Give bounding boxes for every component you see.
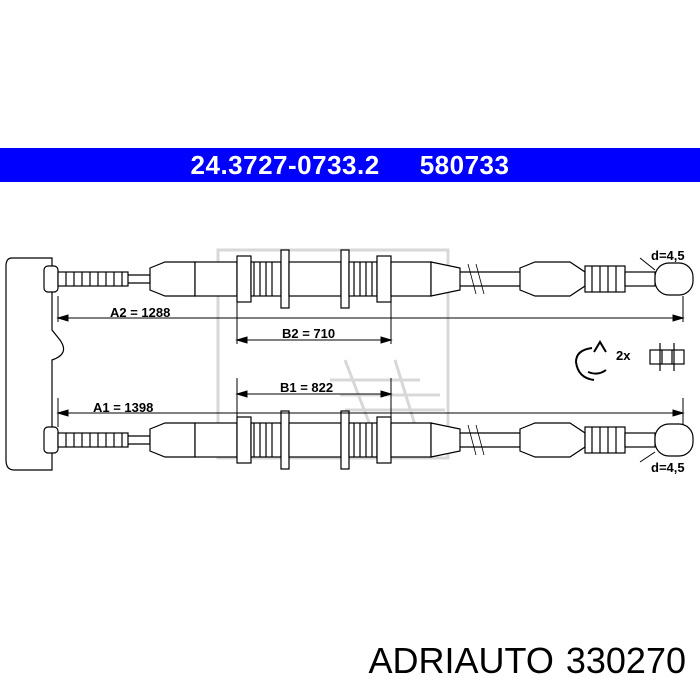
clip-quantity: 2x [616, 348, 631, 363]
dimension-b2: B2 = 710 [282, 326, 336, 341]
footer-caption: ADRIAUTO 330270 [368, 640, 686, 682]
watermark-logo [216, 248, 450, 460]
diameter-top: d=4,5 [651, 248, 685, 263]
footer-brand: ADRIAUTO [368, 640, 554, 681]
alt-number: 580733 [419, 149, 510, 180]
top-cable [43, 249, 694, 309]
header-banner: 24.3727-0733.2 580733 [0, 148, 700, 182]
diameter-bottom: d=4,5 [651, 460, 685, 475]
left-bracket [5, 257, 65, 471]
dimension-a2: A2 = 1288 [110, 305, 171, 320]
dimension-lines [56, 257, 685, 463]
dimension-a1: A1 = 1398 [93, 400, 154, 415]
dimension-b1: B1 = 822 [280, 380, 334, 395]
part-number: 24.3727-0733.2 [190, 149, 380, 180]
clip-side-icon [649, 343, 685, 371]
clip-icon [574, 340, 607, 381]
footer-code: 330270 [565, 640, 686, 681]
bottom-cable [43, 410, 694, 470]
